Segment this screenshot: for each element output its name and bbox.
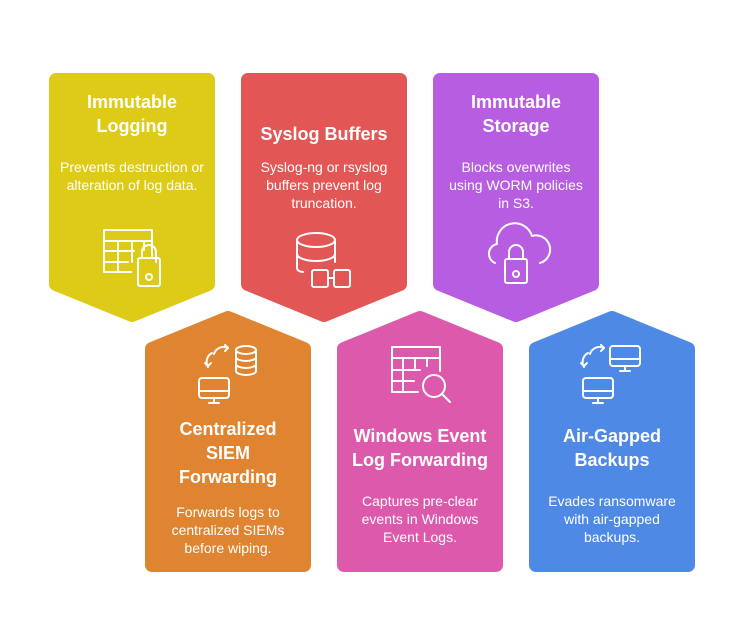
table-search-icon <box>391 346 451 403</box>
card-shape-windows <box>337 311 503 572</box>
card-shape-airgap <box>529 311 695 572</box>
card-title: Air-Gapped Backups <box>562 426 661 470</box>
card-description: Prevents destruction or alteration of lo… <box>60 159 204 193</box>
cloud-lock-icon <box>487 222 552 284</box>
card-description: Evades ransomware with air-gapped backup… <box>548 493 676 545</box>
card-shape-immutable-storage <box>433 73 599 322</box>
card-shape-siem <box>145 311 311 572</box>
card-immutable-logging: Immutable Logging Prevents destruction o… <box>49 90 215 194</box>
card-title: Syslog Buffers <box>260 124 388 144</box>
card-shape-immutable-logging <box>49 73 215 322</box>
card-description: Captures pre-clear events in Windows Eve… <box>361 493 479 545</box>
card-centralized-siem: Centralized SIEM Forwarding Forwards log… <box>145 417 311 557</box>
card-description: Forwards logs to centralized SIEMs befor… <box>171 504 285 556</box>
card-immutable-storage: Immutable Storage Blocks overwrites usin… <box>433 90 599 212</box>
card-windows-event-log: Windows Event Log Forwarding Captures pr… <box>337 424 503 546</box>
card-title: Immutable Logging <box>86 92 178 136</box>
sync-database-icon <box>198 344 257 404</box>
card-shape-syslog-buffers <box>241 73 407 322</box>
sync-monitors-icon <box>580 344 641 404</box>
card-title: Centralized SIEM Forwarding <box>179 419 277 487</box>
card-description: Blocks overwrites using WORM policies in… <box>449 159 583 211</box>
card-title: Windows Event Log Forwarding <box>352 426 488 470</box>
database-buffer-icon <box>296 232 351 288</box>
card-description: Syslog-ng or rsyslog buffers prevent log… <box>260 159 388 211</box>
card-air-gapped-backups: Air-Gapped Backups Evades ransomware wit… <box>529 424 695 546</box>
card-title: Immutable Storage <box>470 92 562 136</box>
table-lock-icon <box>103 229 161 287</box>
card-syslog-buffers: Syslog Buffers Syslog-ng or rsyslog buff… <box>241 122 407 212</box>
